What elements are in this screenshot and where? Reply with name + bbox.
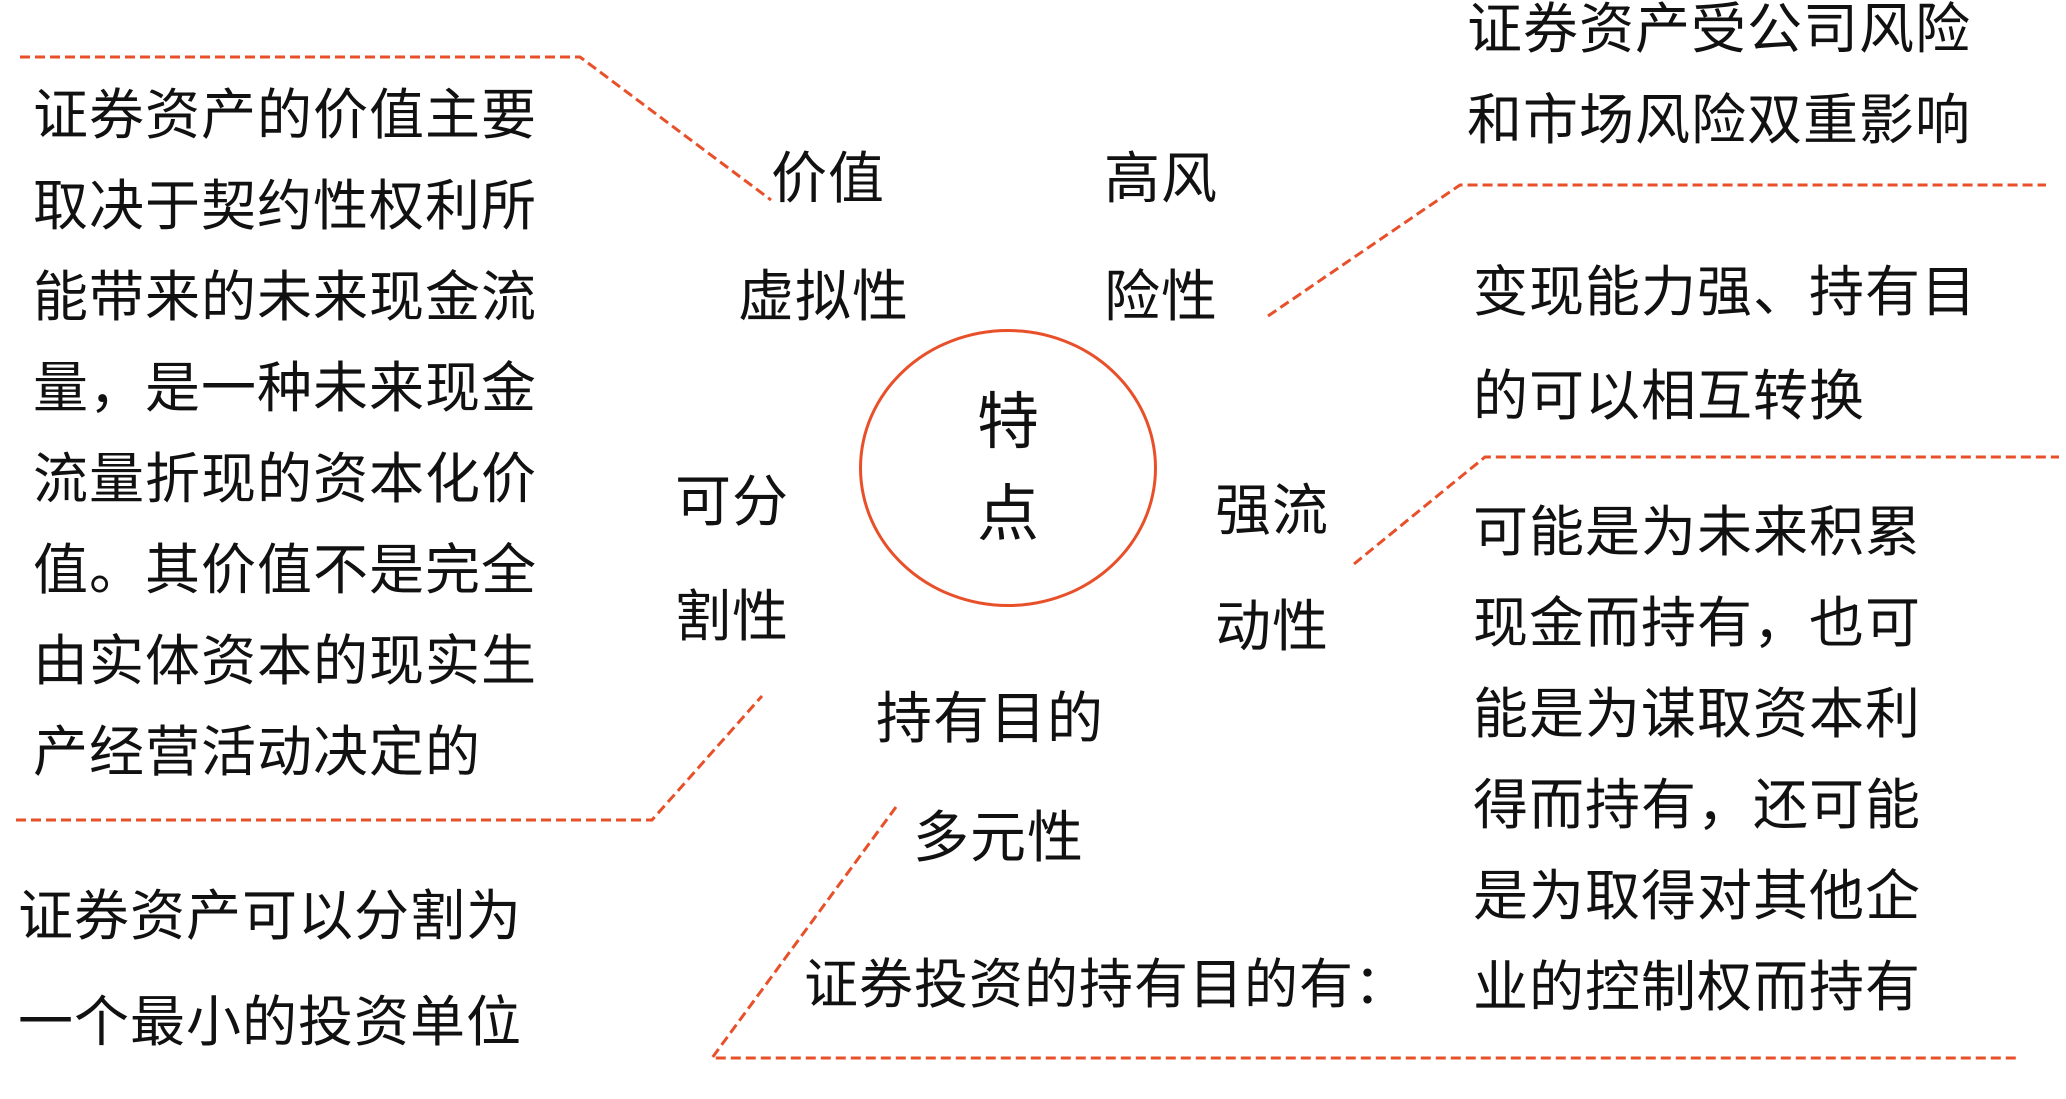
desc-line: 得而持有，还可能	[1473, 773, 1922, 837]
connector-divisible	[16, 695, 764, 822]
feature-purpose-line2: 多元性	[913, 806, 1084, 871]
center-node: 特 点	[859, 329, 1157, 607]
desc-line: 证券资产受公司风险	[1467, 0, 1972, 61]
desc-line: 现金而持有，也可	[1473, 591, 1922, 655]
center-label-2: 点	[976, 477, 1039, 550]
desc-line: 证券资产的价值主要	[33, 83, 538, 147]
connector-risk	[1267, 183, 2046, 318]
desc-divisible: 证券资产可以分割为 一个最小的投资单位	[18, 863, 522, 1075]
desc-value-virtual: 证券资产的价值主要 取决于契约性权利所 能带来的未来现金流 量，是一种未来现金 …	[33, 70, 537, 798]
desc-line: 能带来的未来现金流	[33, 265, 538, 329]
feature-purpose-line1: 持有目的	[876, 687, 1104, 752]
feature-value-line1: 价值	[771, 147, 885, 212]
desc-high-risk: 证券资产受公司风险 和市场风险双重影响	[1467, 0, 1971, 166]
feature-risk-line2: 险性	[1104, 265, 1218, 330]
desc-line: 量，是一种未来现金	[33, 356, 538, 420]
desc-line: 是为取得对其他企	[1473, 864, 1922, 928]
feature-divisible-line2: 割性	[675, 585, 789, 650]
desc-line: 变现能力强、持有目	[1473, 260, 1978, 324]
desc-line: 一个最小的投资单位	[18, 990, 523, 1054]
purpose-intro: 证券投资的持有目的有：	[804, 953, 1409, 1016]
desc-line: 和市场风险双重影响	[1467, 88, 1972, 152]
feature-divisible-line1: 可分	[675, 470, 789, 535]
feature-liquidity-line2: 动性	[1215, 595, 1329, 660]
desc-line: 证券资产可以分割为	[18, 884, 523, 948]
connector-value	[20, 55, 772, 202]
desc-line: 值。其价值不是完全	[33, 538, 538, 602]
desc-line: 的可以相互转换	[1473, 364, 1866, 428]
desc-purpose: 可能是为未来积累 现金而持有，也可 能是为谋取资本利 得而持有，还可能 是为取得…	[1473, 487, 1921, 1033]
desc-line: 能是为谋取资本利	[1473, 682, 1922, 746]
desc-line: 产经营活动决定的	[33, 720, 482, 784]
desc-line: 业的控制权而持有	[1473, 955, 1922, 1019]
feature-risk-line1: 高风	[1104, 147, 1218, 212]
desc-line: 流量折现的资本化价	[33, 447, 538, 511]
center-label-1: 特	[976, 385, 1039, 458]
connector-liquidity	[1353, 455, 2059, 566]
desc-liquidity: 变现能力强、持有目 的可以相互转换	[1473, 240, 1977, 448]
feature-liquidity-line1: 强流	[1215, 479, 1329, 544]
desc-line: 可能是为未来积累	[1473, 500, 1922, 564]
feature-value-line2: 虚拟性	[738, 265, 909, 330]
desc-line: 取决于契约性权利所	[33, 174, 538, 238]
desc-line: 由实体资本的现实生	[33, 629, 538, 693]
